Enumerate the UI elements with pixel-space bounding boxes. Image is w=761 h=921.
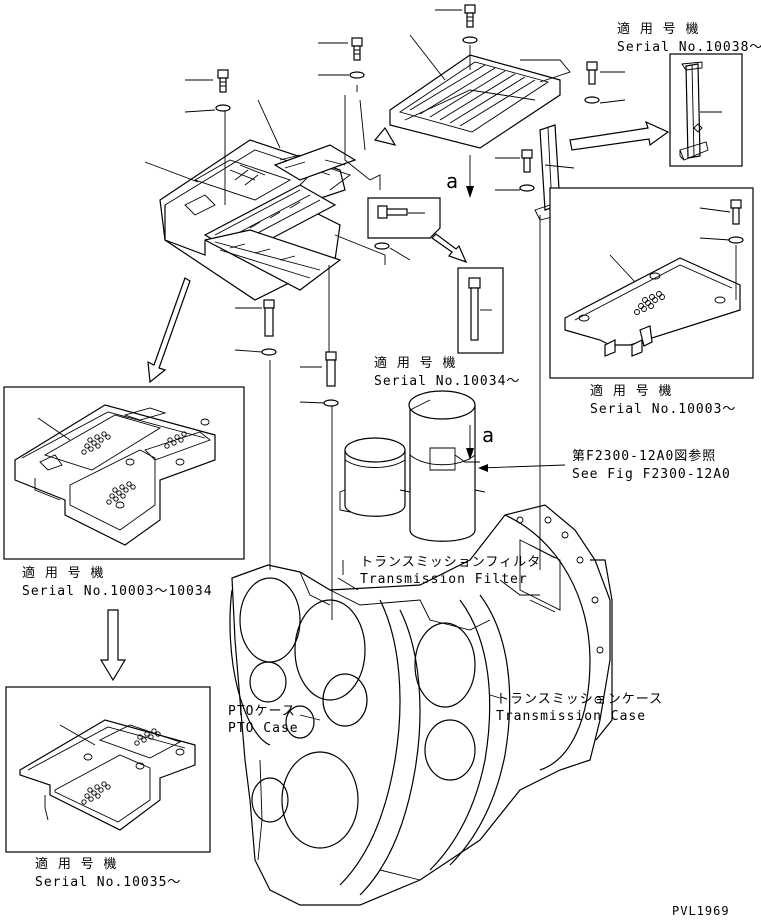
bolt-icon — [521, 149, 533, 173]
serial-bottom-left-jp: 適 用 号 機 — [35, 856, 117, 872]
drawing-code: PVL1969 — [672, 904, 730, 918]
transmission-case — [229, 504, 613, 906]
bolt-icon — [586, 61, 598, 85]
serial-top-right: Serial No.10038～ — [617, 40, 761, 55]
washer-icon — [323, 399, 339, 407]
washer-icon — [374, 242, 390, 250]
washer-icon — [519, 184, 535, 192]
hole-pattern — [81, 728, 161, 805]
case-label-en: Transmission Case — [496, 709, 646, 724]
view-a-filter-label: a — [482, 423, 495, 447]
bolt-icon — [217, 69, 229, 93]
filter-label-jp: トランスミッションフィルタ — [360, 555, 541, 570]
transmission-filter-assembly — [339, 390, 486, 542]
washer-icon — [261, 348, 277, 356]
floor-plate-assembly — [159, 139, 357, 301]
pto-label-en: PTO Case — [228, 721, 299, 736]
ref-fig-jp: 第F2300-12A0図参照 — [572, 448, 716, 464]
post-detail-panel — [669, 53, 743, 167]
serial-filter-jp: 適 用 号 機 — [374, 355, 456, 371]
washer-icon — [584, 96, 600, 104]
washer-icon — [349, 71, 365, 79]
serial-left-panel-jp: 適 用 号 機 — [22, 565, 104, 581]
hole-pattern — [634, 291, 665, 315]
washer-icon — [462, 36, 478, 44]
spacer-icon — [325, 351, 337, 387]
serial-bottom-left: Serial No.10035～ — [35, 875, 181, 890]
bolt-icon — [730, 199, 742, 225]
hole-pattern — [81, 431, 187, 505]
view-a-top-label: a — [446, 169, 459, 193]
case-label-jp: トランスミッションケース — [496, 692, 663, 707]
bolt-icon — [351, 37, 363, 61]
washer-icon — [215, 104, 231, 112]
serial-right-panel-jp: 適 用 号 機 — [590, 383, 672, 399]
bolt-icon — [464, 4, 476, 28]
upper-grille-plate — [373, 54, 571, 149]
serial-top-right-jp: 適 用 号 機 — [617, 21, 699, 37]
filter-label-en: Transmission Filter — [360, 572, 528, 587]
serial-filter: Serial No.10034～ — [374, 374, 520, 389]
bolt-callout-long — [457, 267, 504, 354]
serial-right-panel: Serial No.10003～ — [590, 402, 736, 417]
serial-left-panel: Serial No.10003～10034 — [22, 584, 213, 599]
spacer-icon — [263, 299, 275, 337]
ref-fig-en: See Fig F2300-12A0 — [572, 467, 731, 482]
pto-label-jp: PTOケース — [228, 704, 296, 719]
